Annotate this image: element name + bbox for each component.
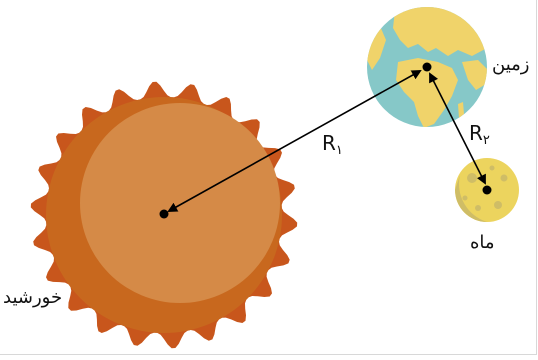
r1-label: R۱ [322, 131, 343, 158]
sun-center-dot [160, 210, 169, 219]
moon-label: ماه [470, 232, 495, 253]
moon-center-dot [483, 186, 492, 195]
earth-center-dot [423, 63, 432, 72]
earth-label: زمین [492, 54, 529, 75]
earth [366, 6, 488, 128]
sun-label: خورشید [3, 287, 62, 308]
moon [455, 158, 519, 222]
r2-label: R۲ [469, 121, 490, 148]
sun-highlight [80, 103, 280, 303]
